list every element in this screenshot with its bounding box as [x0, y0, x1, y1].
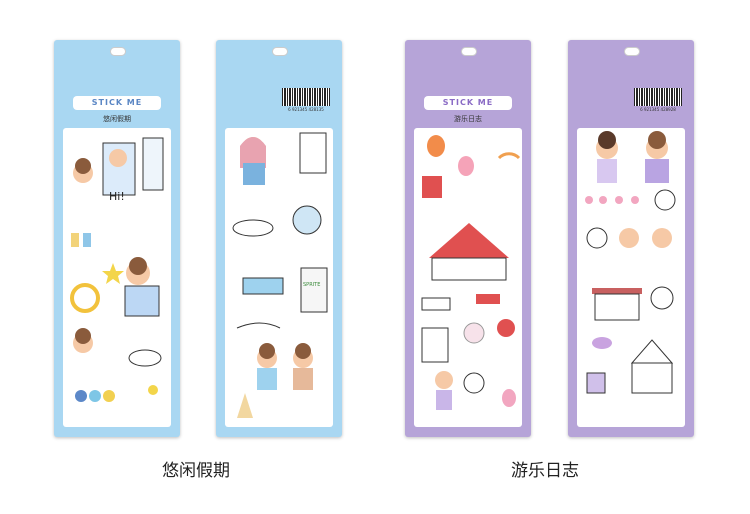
barcode-number: 6 921345 428135: [288, 107, 324, 112]
sprite-sticker-text: SPRITE: [303, 282, 320, 288]
barcode: [282, 88, 330, 106]
hang-hole: [461, 47, 477, 56]
sticker-paper: [414, 128, 522, 427]
sheet-banner: STICK ME: [73, 96, 161, 110]
sticker-illustrations: [585, 131, 676, 394]
sticker-illustrations: Hi!: [70, 137, 164, 402]
sticker-paper: SPRITE: [225, 128, 333, 427]
sticker-sheet-leisure-back: 6 921345 428135 SPRITE: [216, 40, 342, 437]
sheet-subtitle: 游乐日志: [454, 115, 482, 123]
hang-hole: [272, 47, 288, 56]
sheet-banner: STICK ME: [424, 96, 512, 110]
sheet-subtitle: 悠闲假期: [103, 115, 131, 123]
sticker-sheet-amusement-front: STICK ME 游乐日志: [405, 40, 531, 437]
barcode-number: 6 921345 428928: [640, 107, 676, 112]
sticker-paper: Hi!: [63, 128, 171, 427]
hang-hole: [624, 47, 640, 56]
hang-hole: [110, 47, 126, 56]
sticker-illustrations: SPRITE: [232, 132, 328, 418]
sticker-paper: [577, 128, 685, 427]
sticker-illustrations: [421, 135, 521, 410]
sticker-sheet-amusement-back: 6 921345 428928: [568, 40, 694, 437]
product-caption-leisure: 悠闲假期: [162, 461, 230, 481]
sticker-sheet-leisure-front: STICK ME 悠闲假期 Hi!: [54, 40, 180, 437]
hi-sticker-text: Hi!: [109, 190, 125, 203]
barcode: [634, 88, 682, 106]
product-caption-amusement: 游乐日志: [511, 461, 579, 481]
